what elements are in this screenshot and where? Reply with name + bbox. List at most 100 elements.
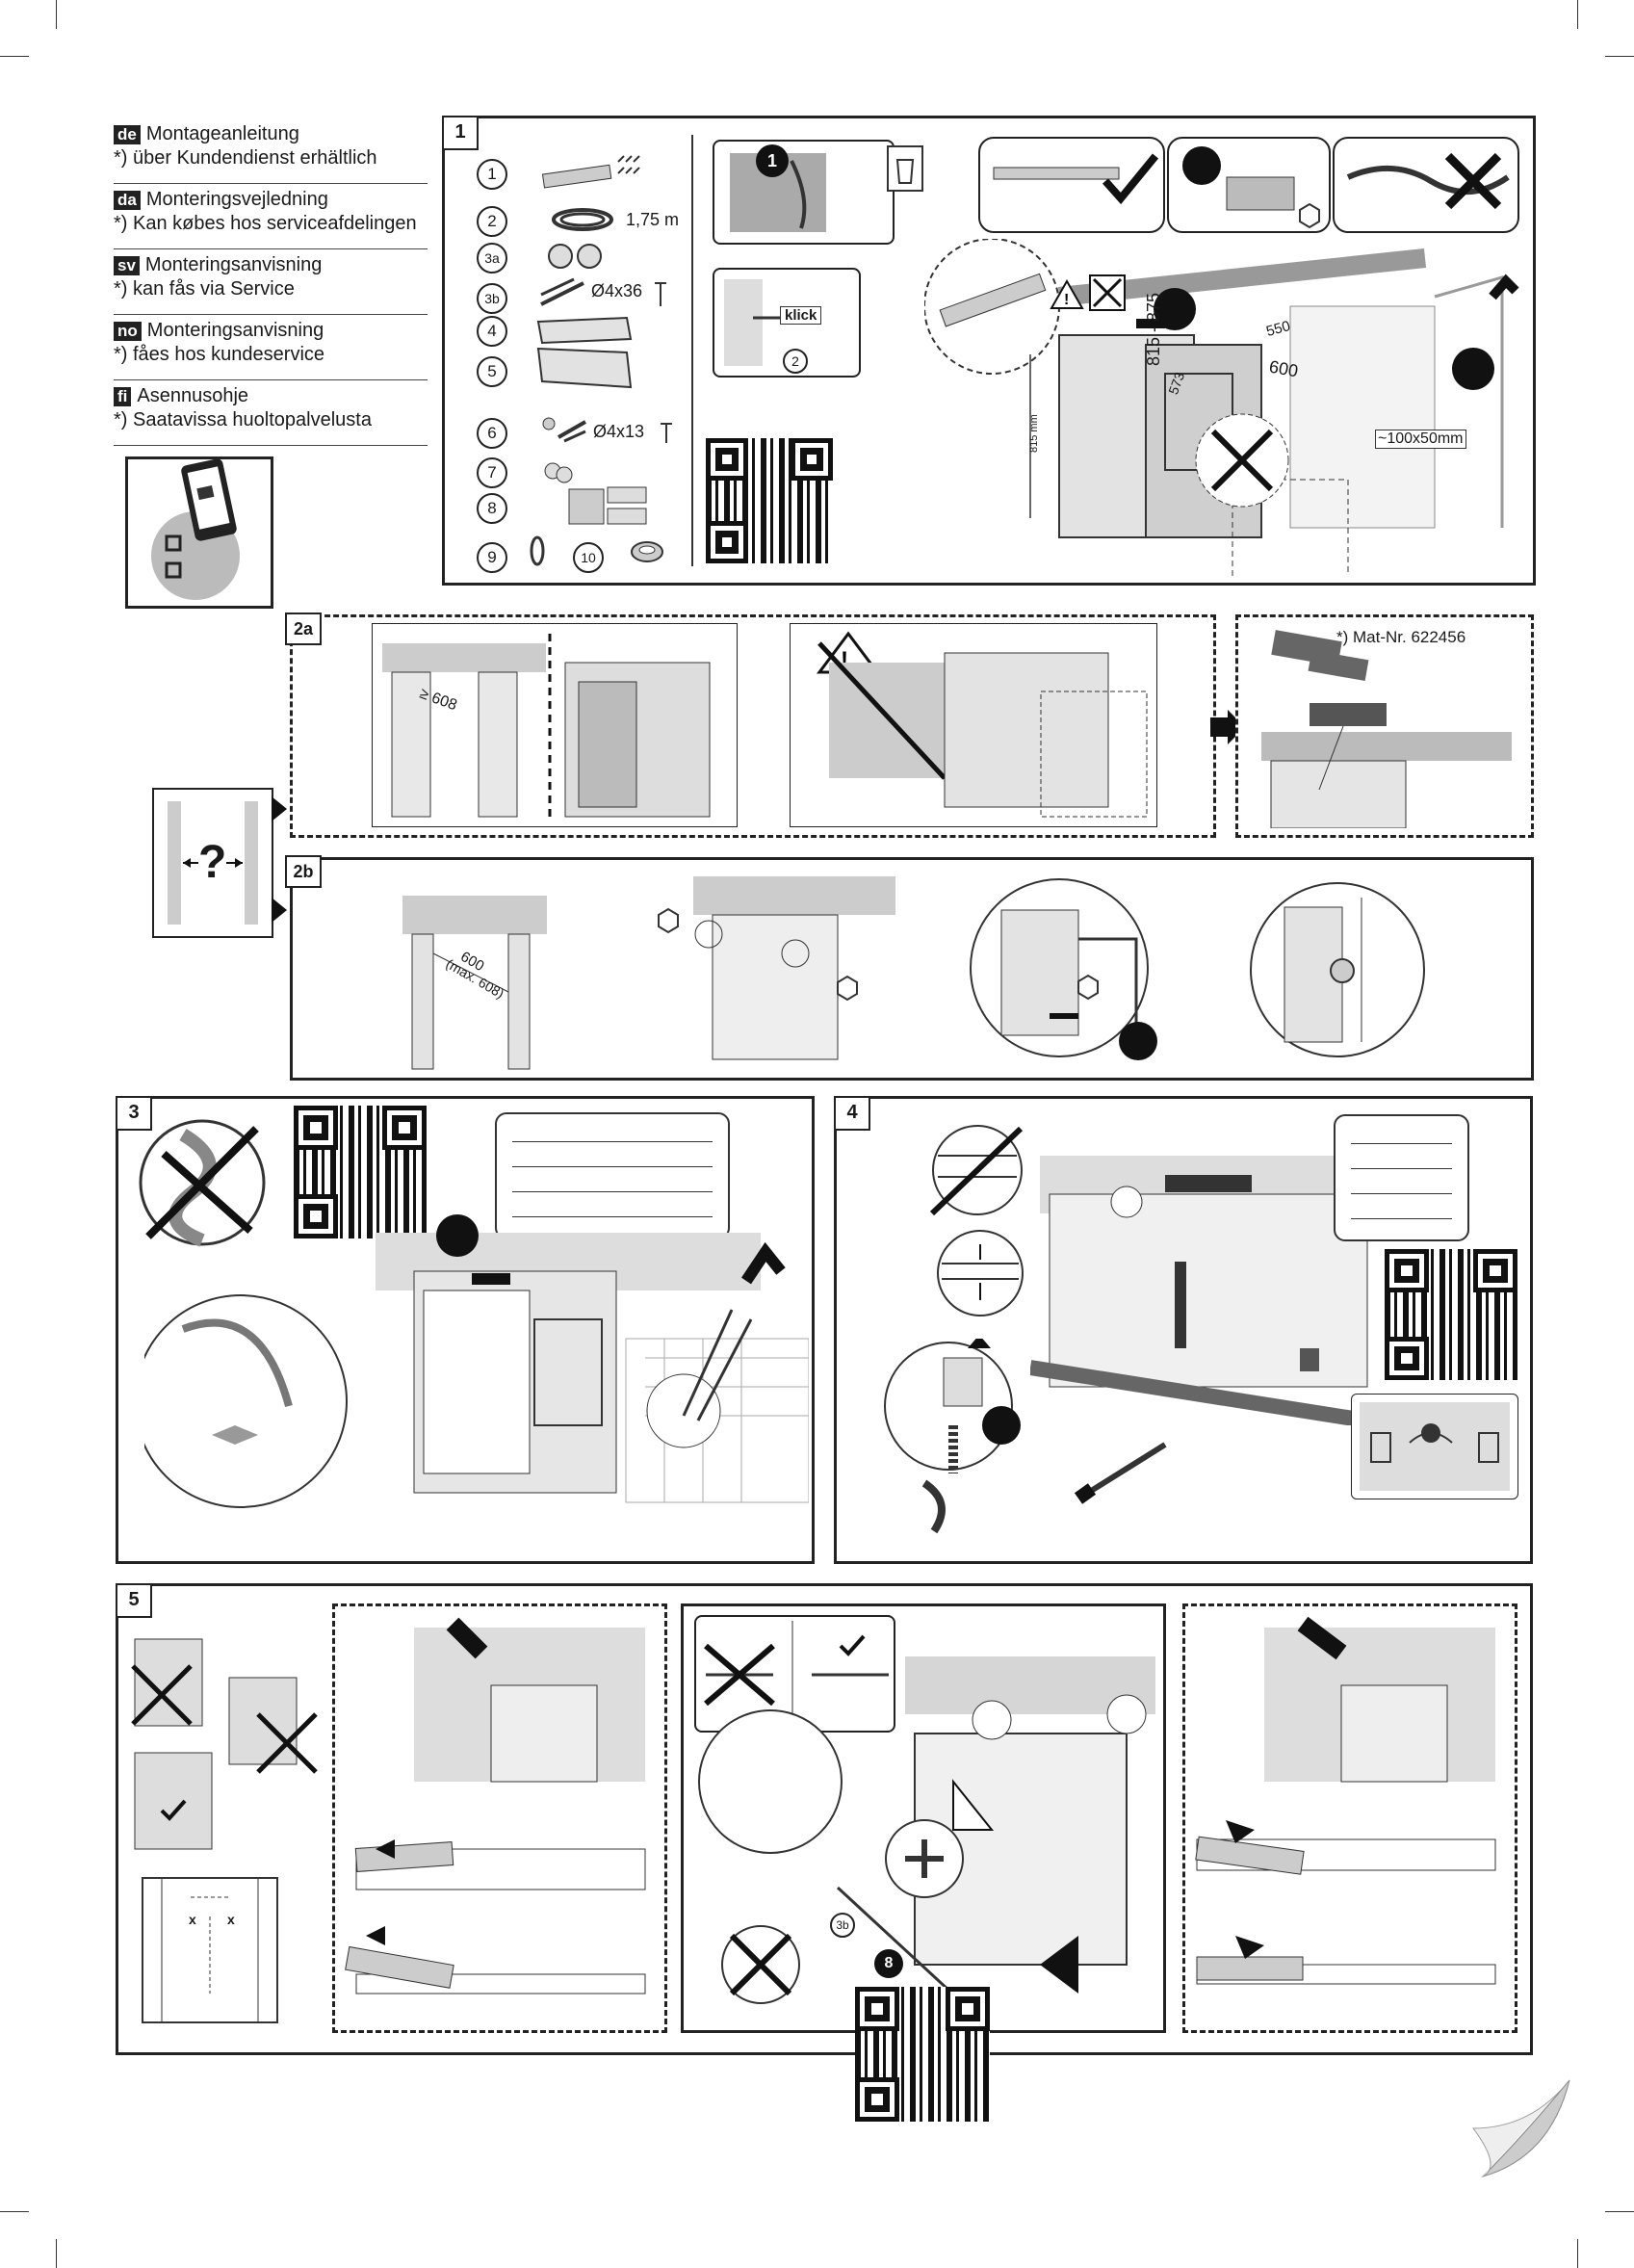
no-tool-icon [1089, 274, 1126, 311]
divider [691, 135, 693, 566]
language-title: Montageanleitung [145, 123, 299, 144]
step-number: 2b [285, 855, 322, 888]
language-note: *) fåes hos kundeservice [114, 344, 325, 365]
foot-adjust-detail-illustration [884, 1339, 1021, 1534]
recycle-bin-icon [887, 145, 923, 192]
part-number: 6 [477, 418, 507, 449]
language-note: *) kan fås via Service [114, 278, 295, 300]
door-alignment-illustration [131, 1638, 318, 2023]
screw-detail-illustration [1250, 882, 1425, 1057]
rail-wrong-illustration [1333, 137, 1519, 233]
part-number: 4 [477, 316, 507, 347]
crop-mark [56, 0, 57, 29]
callout-label: 1 [766, 151, 777, 170]
part-4-bracket-illustration [536, 316, 633, 345]
crop-mark [1577, 2239, 1578, 2268]
side-screw-detail-illustration [970, 878, 1157, 1060]
part-number: 1 [477, 159, 507, 190]
material-number: *) Mat-Nr. 622456 [1336, 628, 1466, 646]
part-3b-screws-illustration [540, 277, 584, 306]
x-label-right: x [227, 1912, 235, 1927]
part-spec: 1,75 m [626, 210, 680, 229]
gap-comparison-icon [694, 1615, 895, 1733]
no-kinked-hose-icon [139, 1119, 266, 1247]
part-9-clip-illustration [530, 535, 545, 566]
part-number: 7 [477, 457, 507, 488]
scan-qr-phone-icon [125, 456, 273, 609]
dimension-815mm: 815 mm [1028, 414, 1040, 453]
rail-correct-illustration [978, 137, 1165, 233]
callout-2: 2 [783, 349, 808, 374]
part-7-caps-illustration [544, 462, 573, 483]
dimension-height: 815 - 875 [1144, 292, 1163, 366]
language-code: fi [114, 387, 132, 406]
screwdriver-icon [1074, 1442, 1167, 1504]
part-8-text: 8 [884, 1955, 894, 1971]
notes-box [495, 1112, 730, 1239]
gap-correct-icon [937, 1230, 1024, 1316]
screw-icon [655, 282, 666, 306]
niche-600-illustration [402, 896, 547, 1070]
part-number: 9 [477, 542, 507, 573]
side-panel-warning-illustration: ! [790, 623, 1157, 827]
step-number: 4 [834, 1096, 870, 1131]
klick-label: klick [780, 306, 822, 325]
adjust-leveling-illustration [1351, 1394, 1518, 1499]
x-label-left: x [189, 1912, 196, 1927]
language-title: Monteringsanvisning [146, 320, 324, 341]
qr-code [706, 438, 833, 563]
language-code: da [114, 191, 141, 210]
question-mark: ? [198, 836, 227, 889]
part-1-strip-illustration [541, 155, 640, 189]
hinge-adjust-right-illustration [1195, 1616, 1496, 1985]
part-3b-label: 3b [830, 1913, 855, 1938]
part-number: 3b [477, 283, 507, 314]
language-note: *) über Kundendienst erhältlich [114, 147, 377, 169]
language-code: de [114, 125, 141, 144]
warning-icon: ! [1050, 279, 1084, 309]
part-number: 2 [477, 206, 507, 237]
crop-mark [1605, 2211, 1634, 2212]
step-number: 5 [116, 1583, 152, 1618]
qr-code [855, 1987, 990, 2122]
language-note: *) Saatavissa huoltopalvelusta [114, 409, 372, 430]
step-number: 1 [442, 116, 479, 150]
pointer-down-icon [272, 898, 287, 923]
part-3a-plugs-illustration [548, 244, 602, 269]
part-2-cable-illustration [552, 208, 613, 231]
part-5-panel-illustration [536, 347, 633, 389]
part-6-screws-illustration [542, 417, 586, 443]
transport-lock-removal-illustration [713, 140, 895, 245]
step-number: 3 [116, 1096, 152, 1131]
rail-hole-illustration [1167, 137, 1331, 233]
callout-1: 1 [756, 144, 789, 177]
part-8-angle-brackets-illustration [568, 486, 647, 525]
language-entry-fi: fi Asennusohje *) Saatavissa huoltopalvel… [114, 385, 428, 446]
hole-dimension: ~100x50mm [1375, 430, 1466, 449]
screw-icon [661, 423, 672, 443]
hinge-adjust-left-illustration [345, 1617, 646, 1994]
hose-routing-illustration [144, 1214, 809, 1508]
crop-mark [0, 2211, 29, 2212]
crop-mark [1577, 0, 1578, 29]
part-number: 10 [573, 542, 604, 573]
part-number: 8 [477, 493, 507, 524]
part-8-label: 8 [874, 1949, 903, 1978]
crop-mark [0, 56, 29, 57]
part-number: 3a [477, 243, 507, 274]
qr-code [1385, 1249, 1517, 1380]
page-curl-icon [1472, 2079, 1570, 2178]
language-code: sv [114, 256, 140, 275]
side-screw-installation-illustration [658, 876, 895, 1060]
svg-text:!: ! [1064, 292, 1069, 308]
step-number: 2a [285, 613, 322, 645]
gap-wrong-icon [929, 1125, 1024, 1216]
qr-code [294, 1106, 427, 1238]
language-title: Asennusohje [137, 385, 249, 406]
door-mounting-illustration [698, 1656, 1155, 2005]
language-title: Monteringsvejledning [145, 189, 328, 210]
crop-mark [1605, 56, 1634, 57]
